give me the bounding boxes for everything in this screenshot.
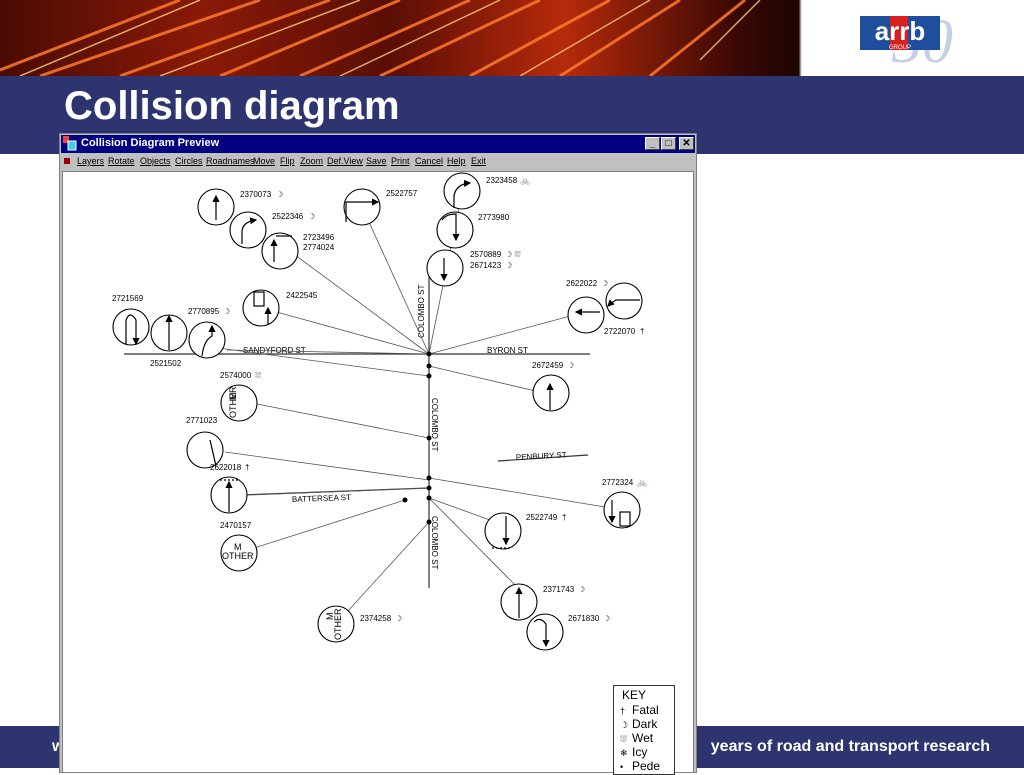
icy-symbol-icon: ❄	[620, 748, 628, 758]
svg-text:GROUP: GROUP	[889, 45, 911, 51]
menu-layers[interactable]: Layers	[77, 156, 105, 166]
diagram-canvas[interactable]	[62, 171, 694, 772]
menu-save[interactable]: Save	[366, 156, 387, 166]
legend-title: KEY	[622, 688, 647, 702]
menu-move[interactable]: Move	[253, 156, 276, 166]
fatal-symbol-icon: †	[620, 706, 626, 716]
window-title: Collision Diagram Preview	[81, 137, 220, 149]
pedestrian-symbol-icon: •	[620, 762, 624, 772]
wet-symbol-icon: ⛆	[620, 734, 628, 744]
menu-exit[interactable]: Exit	[471, 156, 487, 166]
menu-rotate[interactable]: Rotate	[108, 156, 135, 166]
legend-item-fatal: †Fatal	[620, 703, 659, 717]
legend-item-icy: ❄Icy	[620, 745, 648, 759]
menu-roadnames[interactable]: Roadnames	[206, 156, 255, 166]
header-banner: 50 arrb GROUP	[0, 0, 1024, 76]
legend-item-dark: ☽Dark	[620, 717, 658, 731]
menu-help[interactable]: Help	[447, 156, 466, 166]
menu-objects[interactable]: Objects	[140, 156, 171, 166]
collision-diagram-window: Collision Diagram Preview _ □ ✕ Layers R…	[59, 133, 697, 773]
menu-app-icon	[64, 158, 70, 164]
maximize-button[interactable]: □	[661, 137, 676, 150]
menu-circles[interactable]: Circles	[175, 156, 203, 166]
legend-item-wet: ⛆Wet	[620, 731, 654, 745]
legend-key: KEY †Fatal ☽Dark ⛆Wet ❄Icy •Pede	[613, 685, 675, 775]
menu-flip[interactable]: Flip	[280, 156, 295, 166]
window-titlebar[interactable]: Collision Diagram Preview _ □ ✕	[61, 135, 695, 153]
arrb-logo: 50 arrb GROUP	[860, 8, 953, 68]
close-button[interactable]: ✕	[679, 137, 694, 150]
legend-item-pede: •Pede	[620, 759, 661, 773]
app-icon	[63, 136, 77, 151]
dark-symbol-icon: ☽	[620, 720, 629, 730]
minimize-button[interactable]: _	[645, 137, 660, 150]
footer-tagline: years of road and transport research	[710, 738, 990, 755]
menu-cancel[interactable]: Cancel	[415, 156, 444, 166]
light-streaks-graphic	[0, 0, 761, 76]
menu-print[interactable]: Print	[391, 156, 410, 166]
menu-bar: Layers Rotate Objects Circles Roadnames …	[61, 154, 695, 170]
slide-title: Collision diagram	[64, 84, 400, 128]
menu-zoom[interactable]: Zoom	[300, 156, 324, 166]
svg-text:arrb: arrb	[875, 16, 926, 46]
menu-def-view[interactable]: Def.View	[327, 156, 363, 166]
